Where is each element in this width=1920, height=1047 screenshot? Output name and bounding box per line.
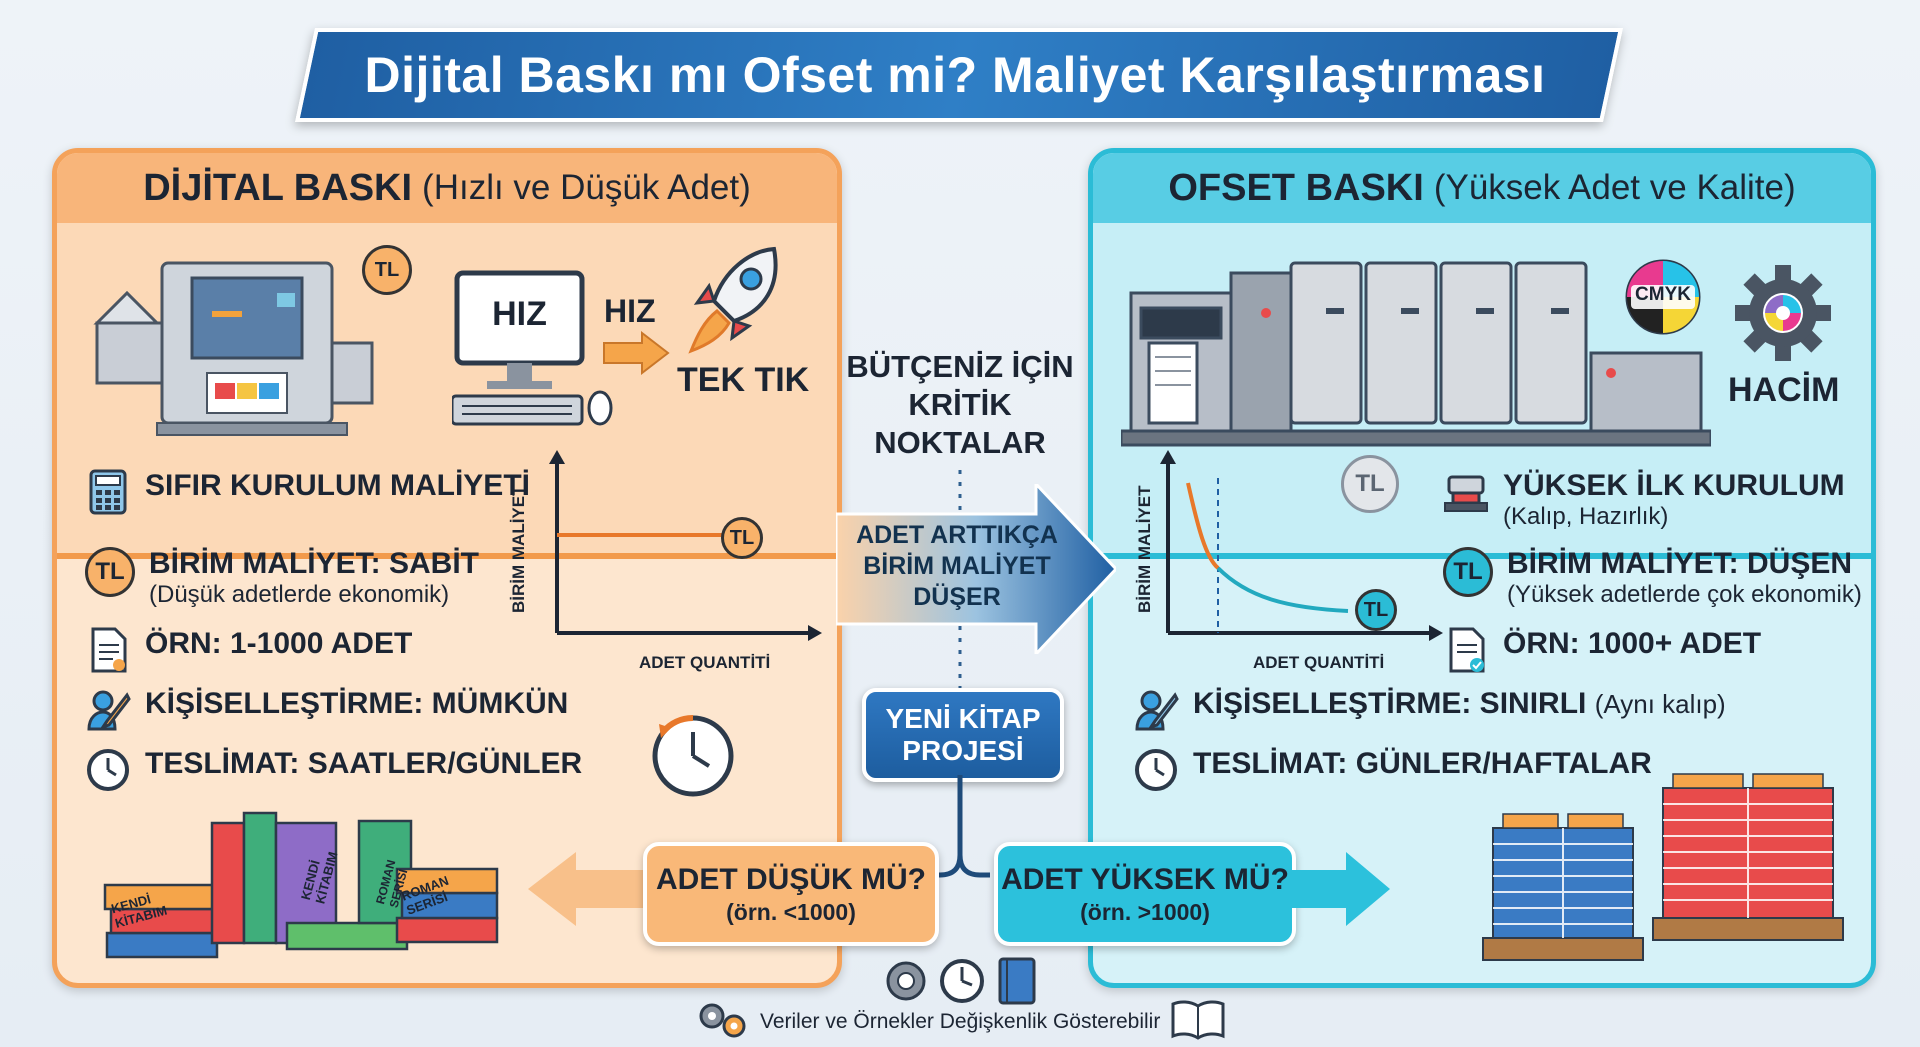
digital-example-text: ÖRN: 1-1000 ADET — [145, 627, 413, 660]
offset-feature-unit-cost: TL BİRİM MALİYET: DÜŞEN (Yüksek adetlerd… — [1443, 547, 1862, 609]
tl-icon: TL — [1443, 547, 1493, 597]
press-machine-icon — [1444, 475, 1488, 512]
digital-printer-icon — [93, 261, 374, 436]
digital-header-title: DİJİTAL BASKI — [143, 166, 413, 209]
offset-book-pallets — [1482, 773, 1844, 961]
pencil-user-icon — [1135, 690, 1179, 731]
digital-feature-delivery: TESLİMAT: SAATLER/GÜNLER — [85, 747, 582, 793]
tl-coin-icon: TL — [1341, 455, 1399, 513]
offset-header-subtitle: (Yüksek Adet ve Kalite) — [1433, 168, 1796, 207]
pencil-user-icon — [87, 690, 131, 731]
cmyk-icon — [1625, 259, 1701, 335]
arrow-right-icon — [1290, 852, 1390, 926]
digital-delivery-text: TESLİMAT: SAATLER/GÜNLER — [145, 747, 583, 780]
digital-panel-header: DİJİTAL BASKI (Hızlı ve Düşük Adet) — [57, 153, 837, 223]
gears-icon — [699, 1003, 746, 1038]
offset-feature-setup: YÜKSEK İLK KURULUM (Kalıp, Hazırlık) — [1443, 469, 1845, 531]
page-title: Dijital Baskı mı Ofset mi? Maliyet Karşı… — [364, 47, 1546, 103]
digital-chart-xlabel: ADET QUANTİTİ — [639, 653, 771, 672]
arrow-left-icon — [528, 852, 648, 926]
digital-illustration-area: TL HIZ HIZ TEK TIK — [57, 223, 837, 559]
gear-icon — [1735, 265, 1831, 361]
center-arrow-text: ADET ARTTIKÇA BİRİM MALİYET DÜŞER — [856, 521, 1058, 611]
digital-books-illustration — [103, 811, 499, 959]
offset-unit-cost-sub: (Yüksek adetlerde çok ekonomik) — [1507, 581, 1862, 608]
footer-note: Veriler ve Örnekler Değişkenlik Göstereb… — [760, 1010, 1161, 1033]
cmyk-label: CMYK — [1635, 284, 1691, 305]
offset-chart-xlabel: ADET QUANTİTİ — [1253, 653, 1385, 672]
footer-icon-row — [886, 957, 1036, 1005]
digital-unit-cost-text: BİRİM MALİYET: SABİT — [149, 547, 479, 580]
offset-personalization-text: KİŞİSELLEŞTİRME: SINIRLI — [1193, 687, 1587, 720]
digital-feature-setup: SIFIR KURULUM MALİYETİ — [85, 469, 530, 515]
offset-feature-personalization: KİŞİSELLEŞTİRME: SINIRLI (Aynı kalıp) — [1133, 687, 1726, 733]
clock-icon — [940, 959, 984, 1003]
digital-chart-tl-marker: TL — [721, 517, 763, 559]
calculator-icon — [89, 469, 127, 515]
decision-high-example: (örn. >1000) — [1080, 899, 1210, 925]
digital-feature-unit-cost: TL BİRİM MALİYET: SABİT (Düşük adetlerde… — [85, 547, 479, 609]
gear-icon — [886, 961, 926, 1001]
digital-header-subtitle: (Hızlı ve Düşük Adet) — [422, 168, 751, 207]
offset-panel: OFSET BASKI (Yüksek Adet ve Kalite) — [1088, 148, 1876, 988]
digital-unit-cost-sub: (Düşük adetlerde ekonomik) — [149, 581, 450, 608]
offset-curve-low — [1216, 566, 1349, 613]
digital-feature-example: ÖRN: 1-1000 ADET — [85, 627, 412, 673]
tl-speech-badge: TL — [362, 245, 412, 295]
tl-icon: TL — [85, 547, 135, 597]
critical-points-heading: BÜTÇENİZ İÇİN KRİTİK NOKTALAR — [846, 349, 1074, 460]
clock-icon — [87, 749, 129, 791]
offset-feature-delivery: TESLİMAT: GÜNLER/HAFTALAR — [1133, 747, 1652, 793]
offset-chart-tl-marker: TL — [1355, 589, 1397, 631]
volume-label: HACİM — [1728, 371, 1840, 409]
offset-personalization-sub: (Aynı kalıp) — [1594, 689, 1726, 719]
decision-low-example: (örn. <1000) — [726, 899, 856, 925]
offset-chart-ylabel: BİRİM MALİYET — [1135, 485, 1154, 614]
decision-low-quantity: ADET DÜŞÜK MÜ? (örn. <1000) — [643, 842, 939, 946]
digital-feature-personalization: KİŞİSELLEŞTİRME: MÜMKÜN — [85, 687, 568, 733]
computer-screen-text: HIZ — [492, 295, 547, 333]
open-book-icon — [1171, 1000, 1225, 1040]
new-book-project-box: YENİ KİTAP PROJESİ — [862, 688, 1064, 782]
speed-label: HIZ — [604, 293, 656, 329]
offset-unit-cost-text: BİRİM MALİYET: DÜŞEN — [1507, 547, 1852, 580]
offset-press-icon — [1121, 261, 1711, 447]
digital-setup-text: SIFIR KURULUM MALİYETİ — [145, 469, 530, 502]
stopwatch-icon — [652, 714, 734, 797]
decision-low-question: ADET DÜŞÜK MÜ? — [656, 863, 926, 896]
offset-example-text: ÖRN: 1000+ ADET — [1503, 627, 1762, 660]
center-arrow — [836, 484, 1116, 654]
digital-cost-chart — [549, 450, 822, 641]
rocket-icon — [688, 246, 778, 354]
offset-panel-header: OFSET BASKI (Yüksek Adet ve Kalite) — [1093, 153, 1871, 223]
decision-branch-connector — [930, 775, 990, 878]
offset-setup-sub: (Kalıp, Hazırlık) — [1503, 503, 1669, 530]
clock-icon — [1135, 749, 1177, 791]
digital-panel: DİJİTAL BASKI (Hızlı ve Düşük Adet) TL — [52, 148, 842, 988]
offset-setup-text: YÜKSEK İLK KURULUM — [1503, 469, 1845, 502]
offset-curve-high — [1186, 482, 1220, 570]
document-icon — [91, 627, 127, 673]
offset-delivery-text: TESLİMAT: GÜNLER/HAFTALAR — [1193, 747, 1652, 780]
decision-high-question: ADET YÜKSEK MÜ? — [1001, 863, 1289, 896]
one-click-label: TEK TIK — [677, 361, 810, 399]
offset-header-title: OFSET BASKI — [1168, 166, 1424, 209]
digital-chart-ylabel: BİRİM MALİYET — [509, 485, 528, 614]
digital-personalization-text: KİŞİSELLEŞTİRME: MÜMKÜN — [145, 687, 569, 720]
computer-icon — [452, 270, 613, 426]
document-check-icon — [1449, 627, 1485, 673]
arrow-right-icon — [603, 331, 670, 375]
book-icon — [998, 957, 1036, 1005]
offset-cost-chart — [1160, 450, 1443, 641]
decision-high-quantity: ADET YÜKSEK MÜ? (örn. >1000) — [994, 842, 1296, 946]
offset-feature-example: ÖRN: 1000+ ADET — [1443, 627, 1761, 673]
